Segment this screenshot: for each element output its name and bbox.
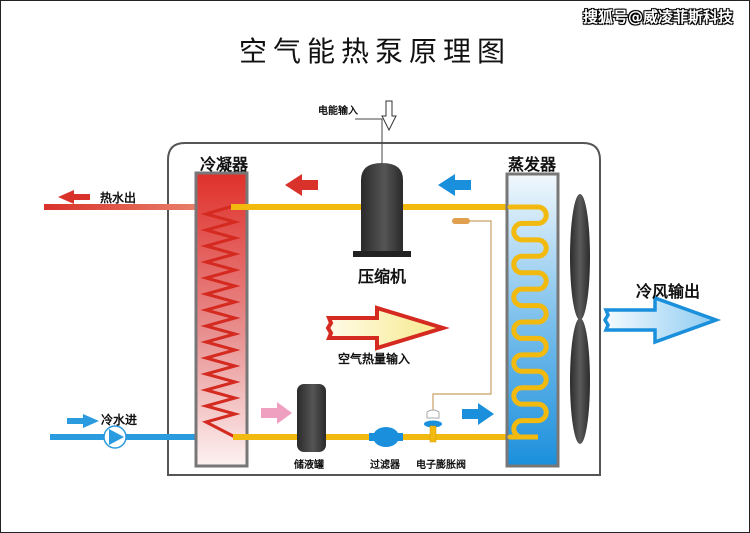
diagram-title: 空气能热泵原理图 — [238, 35, 511, 68]
sensor-capillary-line — [432, 220, 492, 410]
unit-casing — [167, 142, 601, 476]
pump-triangle — [109, 429, 124, 445]
filter-label: 过滤器 — [370, 460, 400, 471]
cold-air-out-arrow-icon — [602, 295, 722, 345]
expansion-valve-head — [426, 409, 440, 419]
fan-blade-top — [570, 194, 590, 320]
flow-arrow-blue-bottom-icon — [462, 403, 494, 425]
flow-arrow-pink-icon — [261, 402, 292, 424]
hot-water-out-arrow-icon — [58, 190, 90, 204]
power-input-line — [355, 118, 383, 165]
watermark: 搜狐号@威凌菲斯科技 — [583, 8, 734, 26]
expansion-valve-label: 电子膨胀阀 — [416, 460, 466, 471]
air-heat-input-arrow-icon — [325, 305, 450, 351]
temperature-sensor-bulb — [452, 218, 470, 224]
condenser-label: 冷凝器 — [200, 155, 249, 174]
filter-collar — [369, 433, 403, 441]
power-input-label: 电能输入 — [318, 106, 358, 117]
cold-water-in-arrow-icon — [67, 414, 99, 428]
cold-water-in-label: 冷水进 — [101, 413, 138, 427]
flow-arrow-blue-top-icon — [438, 174, 471, 196]
cold-air-out-label: 冷风输出 — [636, 282, 701, 301]
hot-water-out-pipe — [44, 204, 196, 210]
expansion-valve-disc — [424, 420, 442, 428]
evaporator-label: 蒸发器 — [508, 155, 557, 174]
receiver-tank-label: 储液罐 — [294, 460, 324, 471]
flow-arrow-red-icon — [285, 174, 318, 196]
compressor-base — [353, 251, 411, 257]
condenser-coil — [200, 204, 241, 439]
power-input-arrow-icon — [381, 100, 397, 132]
air-heat-input-label: 空气热量输入 — [338, 352, 411, 366]
hot-water-out-label: 热水出 — [100, 191, 137, 205]
evaporator-coil — [507, 204, 549, 440]
compressor-body — [361, 163, 403, 252]
fan-blade-bottom — [570, 318, 590, 444]
receiver-tank — [297, 384, 326, 452]
compressor-label: 压缩机 — [358, 267, 407, 286]
expansion-valve-stem — [429, 425, 437, 443]
